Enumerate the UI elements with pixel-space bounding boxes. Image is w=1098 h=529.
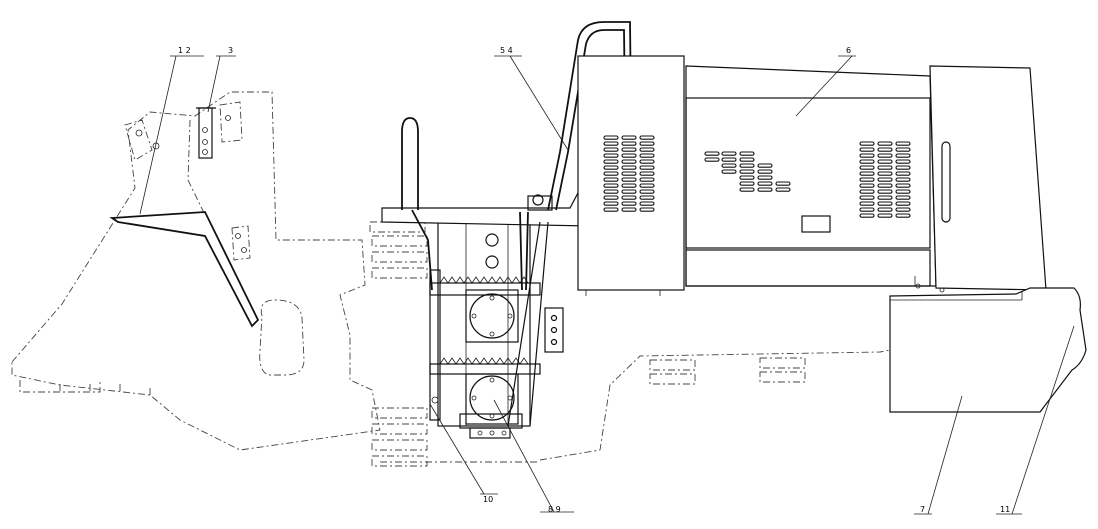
vent-slots xyxy=(603,135,911,218)
lift-column xyxy=(429,211,564,439)
vent-group-middle xyxy=(704,151,791,192)
callout-11: 11 xyxy=(1000,505,1010,514)
callout-1-2: 1 2 xyxy=(178,46,191,55)
leader-lines xyxy=(139,55,1075,515)
handrails xyxy=(401,21,633,291)
bracket-part xyxy=(196,107,216,159)
callout-5-4: 5 4 xyxy=(500,46,513,55)
callout-10: 10 xyxy=(483,495,493,504)
callout-3: 3 xyxy=(228,46,233,55)
vent-group-right xyxy=(859,141,911,218)
callout-7: 7 xyxy=(920,505,925,514)
rear-guard xyxy=(889,283,1087,413)
callout-8-9: 8 9 xyxy=(548,505,561,514)
blade-part xyxy=(109,115,260,328)
machine-outline-dashed xyxy=(11,91,891,467)
vent-group-left xyxy=(603,135,655,212)
rear-cabinet xyxy=(577,55,1047,296)
callout-6: 6 xyxy=(846,46,851,55)
